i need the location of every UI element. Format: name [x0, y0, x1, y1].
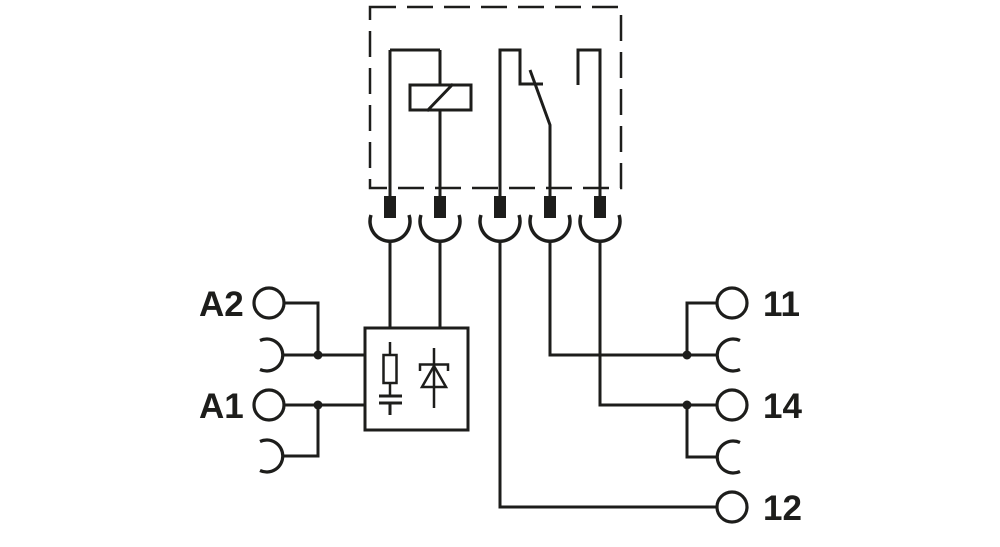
nc-fixed-contact	[498, 48, 543, 196]
terminal-label-14: 14	[763, 387, 802, 426]
plug-pin	[578, 194, 622, 243]
socket-a2-bridge	[258, 337, 285, 373]
terminal-circle-a1	[252, 388, 286, 422]
socket-a1-bridge	[258, 438, 285, 474]
contact-lever	[528, 69, 552, 196]
junction-dots	[313, 350, 692, 410]
a2-wire	[282, 301, 365, 357]
diode-icon	[419, 363, 449, 389]
coil-wires	[388, 48, 442, 196]
resistor-icon	[382, 353, 398, 385]
protection-circuit-box	[363, 326, 470, 432]
terminal-label-a1: A1	[199, 387, 244, 426]
terminal-label-a2: A2	[199, 285, 244, 324]
terminal-label-12: 12	[763, 489, 802, 528]
socket-11-bridge	[715, 337, 742, 373]
relay-coil-icon	[408, 82, 473, 113]
diode-cathode-bar	[418, 363, 450, 371]
terminal-circle-14	[715, 388, 749, 422]
no-fixed-contact	[576, 48, 602, 196]
wire-to-11	[548, 241, 718, 357]
a1-wire	[282, 403, 365, 458]
terminal-label-11: 11	[763, 285, 800, 324]
plug-pin	[478, 194, 522, 243]
wire-to-14	[598, 241, 718, 459]
plug-pin	[418, 194, 462, 243]
changeover-contact-icon	[498, 48, 602, 196]
plug-pin	[368, 194, 412, 243]
terminal-circle-11	[715, 286, 749, 320]
terminal-circle-a2	[252, 286, 286, 320]
coil-pin-tails	[388, 241, 442, 328]
capacitor-icon	[379, 394, 402, 415]
wire-to-12	[498, 241, 717, 509]
socket-14-bridge	[715, 439, 742, 475]
terminal-circle-12	[715, 490, 749, 524]
relay-outline-dashed-box	[368, 5, 623, 190]
plug-pin	[528, 194, 572, 243]
